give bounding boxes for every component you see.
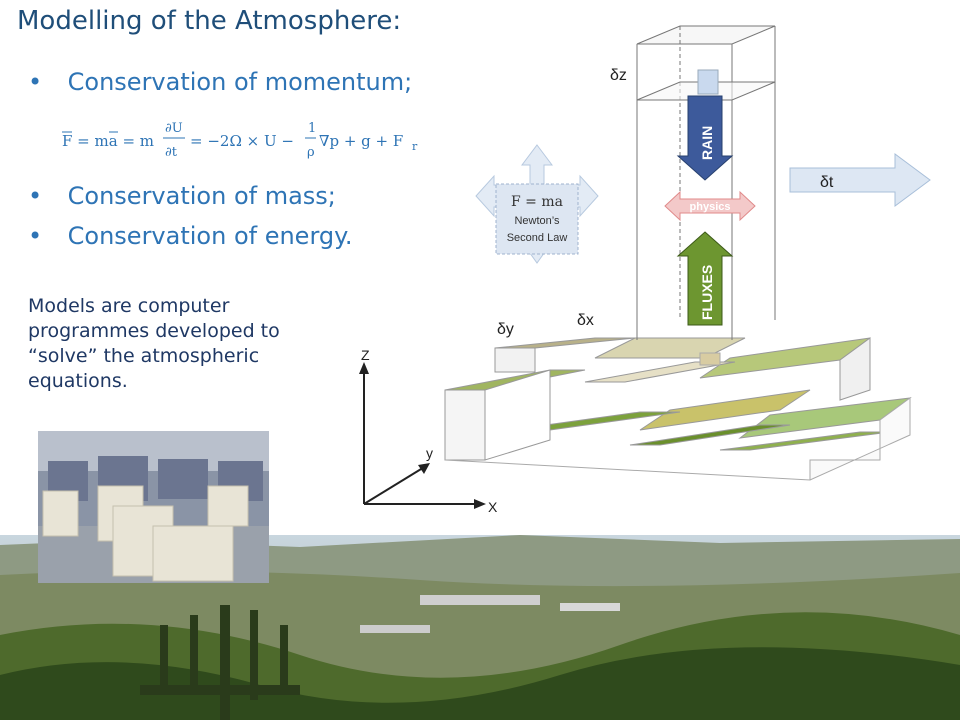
ground-cell	[494, 337, 636, 349]
bullet-energy-text: Conservation of energy.	[67, 222, 353, 250]
grid-blocks	[444, 337, 912, 481]
axis-z-label: Z	[361, 347, 370, 363]
label-dz: δz	[610, 67, 627, 84]
physics-arrow: physics	[664, 190, 756, 222]
eq-frac2-num: 1	[308, 121, 316, 136]
ground-cell	[494, 347, 536, 373]
axis-x-label: X	[488, 499, 498, 515]
bullet-momentum-text: Conservation of momentum;	[67, 68, 413, 96]
bullet-dot: •	[28, 182, 43, 210]
label-dt: δt	[820, 174, 834, 191]
newton-arrows: F = ma Newton’s Second Law	[475, 144, 599, 264]
bullet-momentum: • Conservation of momentum;	[28, 68, 412, 96]
eq-frac1-den: ∂t	[165, 145, 178, 160]
bullet-mass-text: Conservation of mass;	[67, 182, 336, 210]
bullet-dot: •	[28, 68, 43, 96]
bullet-dot: •	[28, 222, 43, 250]
eq-mid: = −2Ω × U −	[190, 132, 294, 150]
slide-title: Modelling of the Atmosphere:	[17, 6, 402, 36]
eq-frac2-den: ρ	[307, 145, 315, 160]
label-dy: δy	[497, 321, 514, 338]
models-description: Models are computer programmes developed…	[28, 295, 280, 392]
newton-box	[495, 183, 579, 255]
ground-cell	[839, 337, 871, 401]
block-face	[444, 389, 486, 461]
fluxes-arrow: FLUXES	[676, 231, 734, 326]
equation-svg: F = ma = m ∂U ∂t = −2Ω × U − 1 ρ ∇p + g …	[62, 121, 418, 160]
ground-cell	[594, 337, 746, 359]
eq-frac1-num: ∂U	[165, 121, 183, 136]
dt-arrow: δt	[789, 153, 931, 207]
eq-sub: r	[412, 140, 418, 153]
label-dx: δx	[577, 312, 594, 329]
ground-cell	[629, 424, 791, 446]
tree-silhouette	[140, 605, 300, 720]
physics-label: physics	[690, 201, 731, 213]
supercomputer-photo	[38, 431, 269, 583]
ground-cell	[584, 361, 736, 383]
block-face	[484, 369, 551, 461]
newton-line1: Newton’s	[514, 215, 560, 227]
fluxes-label: FLUXES	[699, 265, 715, 320]
block-face	[444, 397, 911, 481]
atmospheric-model-diagram: δz RAIN physics FLUXES δt F = ma Newton’…	[359, 25, 931, 515]
rain-arrow: RAIN	[676, 95, 734, 181]
rain-label: RAIN	[699, 126, 715, 160]
newton-line2: Second Law	[507, 232, 568, 244]
eq-rhs: ∇p + g + F	[319, 132, 403, 150]
momentum-equation: F = ma = m ∂U ∂t = −2Ω × U − 1 ρ ∇p + g …	[62, 116, 422, 172]
bullet-mass: • Conservation of mass;	[28, 182, 336, 210]
eq-lhs: F = ma = m	[62, 132, 154, 150]
axes	[359, 362, 486, 509]
bullet-energy: • Conservation of energy.	[28, 222, 353, 250]
surface-marker	[699, 352, 721, 366]
newton-formula: F = ma	[511, 194, 563, 210]
axis-y-label: y	[426, 445, 433, 461]
cell-marker	[697, 69, 719, 95]
ground-cell	[639, 389, 811, 431]
